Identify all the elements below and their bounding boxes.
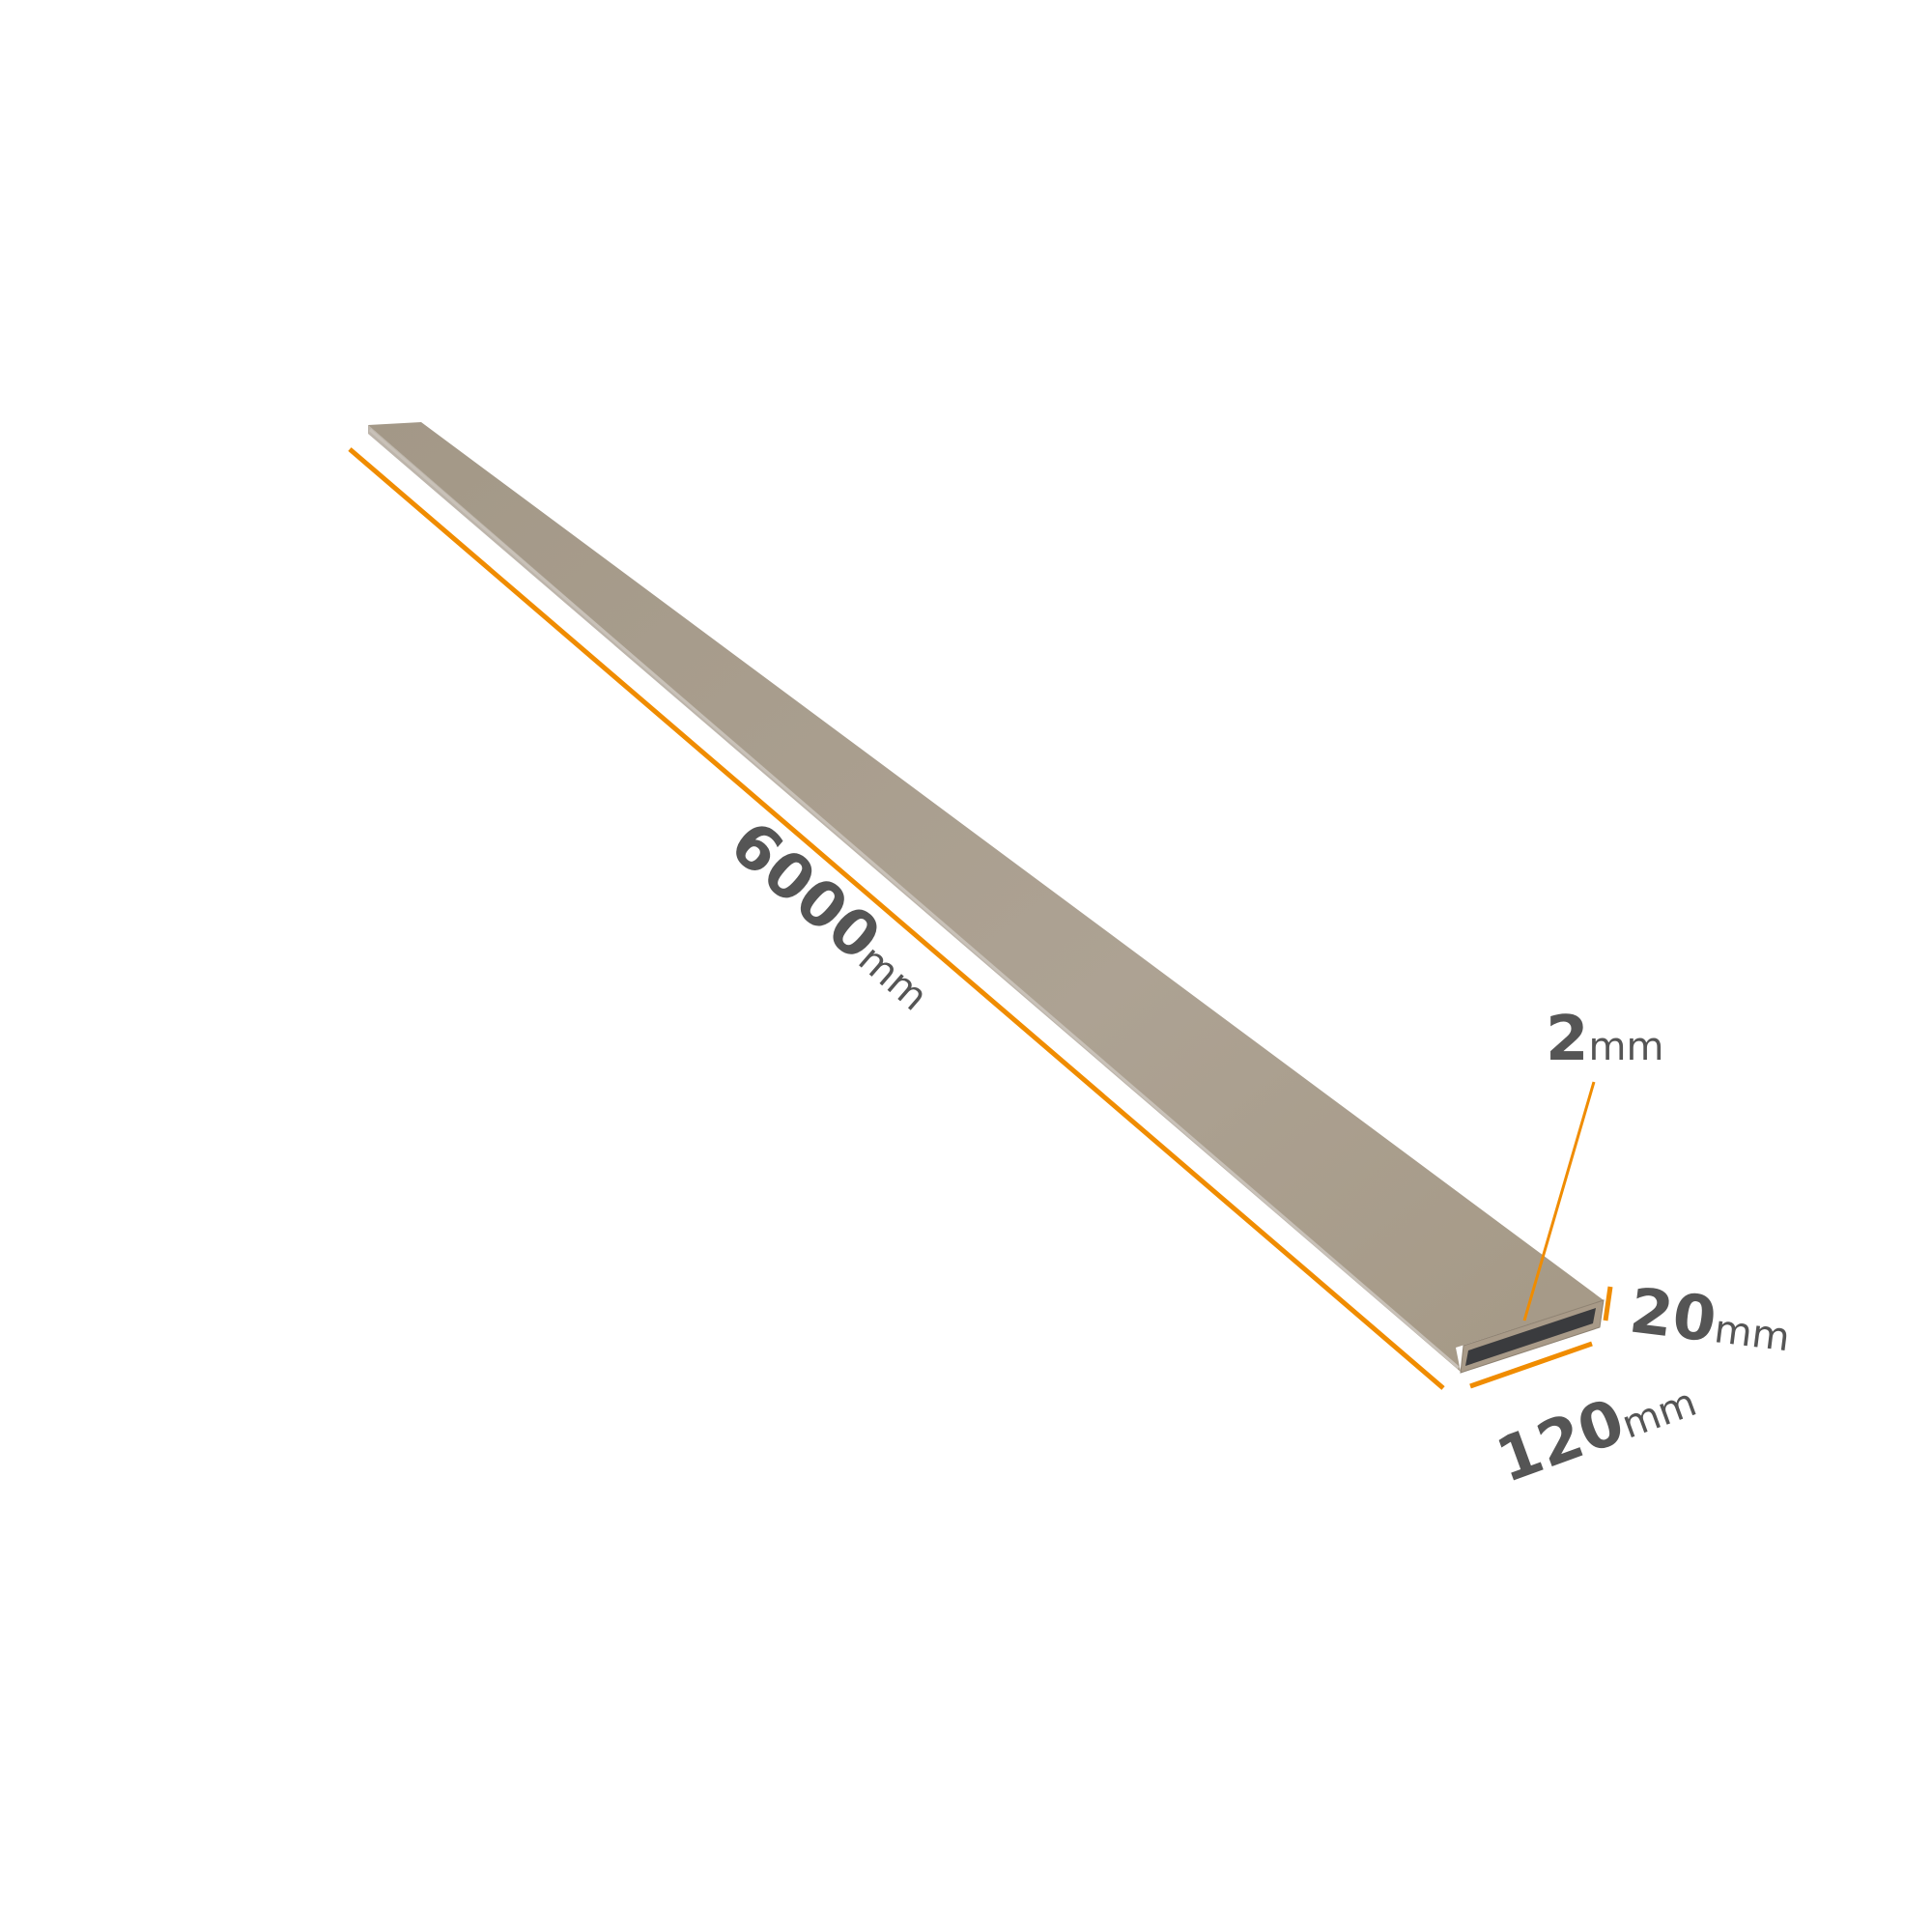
width-label: 120mm — [1488, 1360, 1704, 1497]
wall-value: 2 — [1546, 1004, 1589, 1075]
wall-label: 2mm — [1546, 1004, 1663, 1075]
bar-hollow-opening — [1465, 1308, 1596, 1366]
width-dimension-line — [1469, 1341, 1593, 1389]
width-unit: mm — [1616, 1380, 1702, 1448]
height-unit: mm — [1712, 1307, 1792, 1360]
length-dimension-line — [348, 447, 1445, 1390]
height-dimension-line — [1603, 1286, 1613, 1321]
hollow-bar — [368, 422, 1605, 1374]
wall-leader-line — [1522, 1081, 1596, 1321]
width-value: 120 — [1488, 1386, 1634, 1497]
wall-unit: mm — [1589, 1025, 1664, 1069]
height-label: 20mm — [1626, 1275, 1795, 1366]
bar-edge-highlight — [369, 428, 1460, 1370]
height-value: 20 — [1626, 1275, 1719, 1356]
bar-top-face — [368, 422, 1604, 1372]
